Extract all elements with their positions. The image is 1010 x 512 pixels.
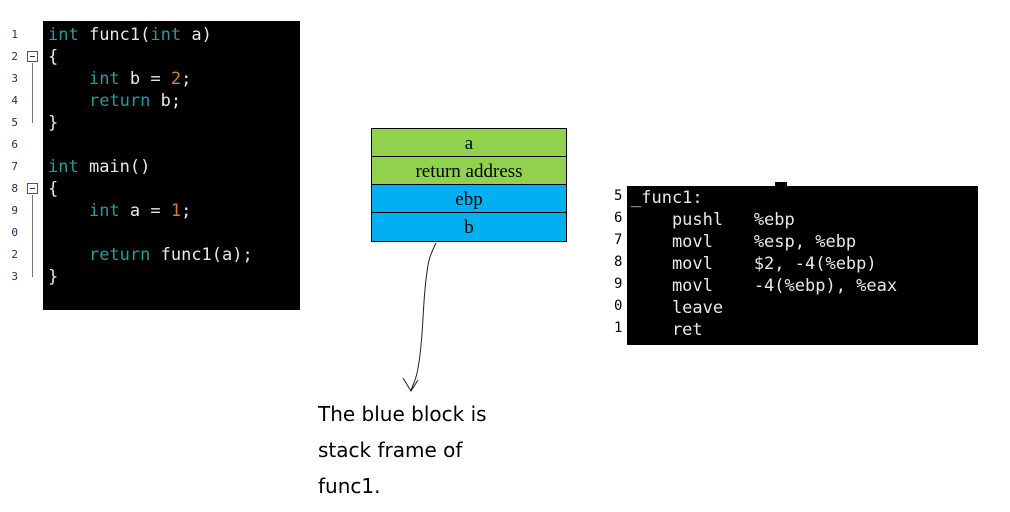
c-source-code-panel: int func1(int a){ int b = 2; return b;}i…: [43, 21, 300, 310]
code-token: int: [150, 25, 182, 45]
stack-cell: b: [372, 213, 566, 241]
asm-line: pushl %ebp: [631, 210, 795, 230]
gutter-line-number: 9: [11, 204, 18, 217]
code-token: int: [48, 157, 79, 177]
assembly-code-panel: _func1: pushl %ebp movl %esp, %ebp movl …: [627, 186, 978, 345]
code-line: int a = 1;: [48, 200, 191, 222]
asm-line-number: 0: [614, 298, 623, 314]
code-token: 2: [170, 69, 182, 89]
stack-cell: ebp: [372, 185, 566, 213]
asm-cursor-mark: [775, 182, 787, 186]
code-line: int func1(int a): [48, 24, 212, 46]
code-token: return: [88, 245, 151, 265]
code-token: 1: [170, 201, 182, 221]
asm-line-number: 8: [614, 254, 623, 270]
asm-line: _func1:: [631, 188, 703, 208]
asm-line: ret: [631, 320, 703, 340]
gutter-line-number: 1: [11, 28, 18, 41]
asm-line-number: 5: [614, 188, 623, 204]
code-token: int: [88, 69, 120, 89]
gutter-line-number: 3: [11, 270, 18, 283]
code-token: main(): [78, 157, 151, 177]
code-token: ;: [181, 69, 192, 89]
code-line: {: [48, 46, 58, 68]
gutter-line-number: 4: [11, 94, 18, 107]
gutter-line-number: 3: [11, 72, 18, 85]
code-line: return b;: [48, 90, 181, 112]
note-line: stack frame of: [318, 438, 463, 462]
gutter-line-number: 5: [11, 116, 18, 129]
note-line: func1.: [318, 474, 381, 498]
asm-line-number: 6: [614, 210, 623, 226]
stack-cell: return address: [372, 157, 566, 185]
note-line: The blue block is: [318, 402, 487, 426]
fold-toggle-icon[interactable]: [27, 51, 38, 62]
code-line: {: [48, 178, 58, 200]
code-token: func1(a);: [150, 245, 253, 265]
asm-line: movl %esp, %ebp: [631, 232, 857, 252]
code-token: a =: [119, 201, 171, 221]
code-token: func1(: [78, 25, 151, 45]
code-token: b =: [119, 69, 171, 89]
code-line: return func1(a);: [48, 244, 253, 266]
fold-guide-line: [32, 195, 33, 277]
code-token: int: [48, 25, 79, 45]
code-line: }: [48, 112, 58, 134]
gutter-line-number: 2: [11, 248, 18, 261]
arrow-head: [402, 377, 419, 392]
code-line: int main(): [48, 156, 150, 178]
fold-guide-line: [32, 63, 33, 123]
asm-line-number: 1: [614, 320, 623, 336]
code-token: ;: [181, 201, 192, 221]
asm-line-number: 7: [614, 232, 623, 248]
code-token: int: [88, 201, 120, 221]
code-token: a): [181, 25, 212, 45]
fold-toggle-icon[interactable]: [27, 183, 38, 194]
gutter-line-number: 2: [11, 50, 18, 63]
code-token: b;: [150, 91, 182, 111]
code-line: }: [48, 266, 58, 288]
code-token: {: [48, 47, 59, 67]
code-token: }: [48, 267, 59, 287]
asm-line: movl -4(%ebp), %eax: [631, 276, 898, 296]
code-token: }: [48, 113, 59, 133]
annotation-note: The blue block is stack frame of func1.: [318, 396, 518, 504]
arrow-stroke: [410, 242, 437, 391]
asm-line: leave: [631, 298, 724, 318]
code-line: int b = 2;: [48, 68, 191, 90]
stack-cell: a: [372, 129, 566, 157]
code-token: {: [48, 179, 59, 199]
gutter-line-number: 7: [11, 160, 18, 173]
asm-line-number: 9: [614, 276, 623, 292]
gutter-line-number: 8: [11, 182, 18, 195]
gutter-line-number: 6: [11, 138, 18, 151]
code-token: return: [88, 91, 151, 111]
gutter-line-number: 0: [11, 226, 18, 239]
asm-line: movl $2, -4(%ebp): [631, 254, 877, 274]
